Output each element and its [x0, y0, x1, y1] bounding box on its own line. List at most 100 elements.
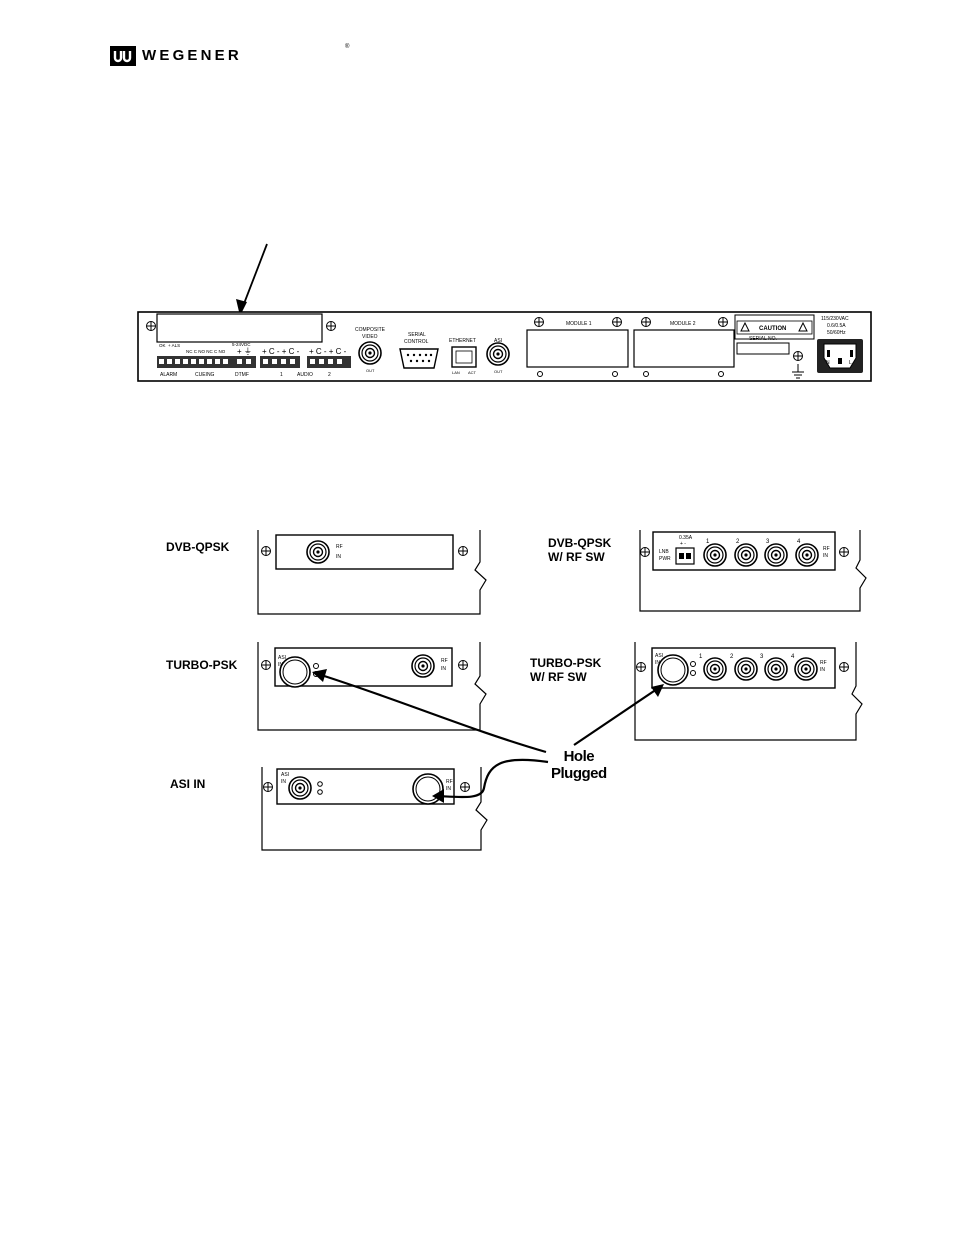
svg-text:2: 2	[730, 654, 734, 660]
svg-text:IN: IN	[281, 779, 286, 785]
power-pin-n: N	[826, 360, 830, 366]
screw-icon	[534, 317, 544, 327]
svg-text:4: 4	[797, 539, 801, 545]
rf-in-bnc-icon	[306, 540, 330, 564]
audio-label: AUDIO	[297, 372, 313, 378]
svg-text:4: 4	[791, 654, 795, 660]
svg-text:+ ALS: + ALS	[168, 343, 180, 348]
serial-label: SERIAL	[408, 332, 426, 338]
module-dvb-qpsk-rfsw: 0.35A + - LNB PWR 1 2 3 4 RF IN	[639, 530, 867, 612]
dvb-qpsk-rfsw-label: DVB-QPSK W/ RF SW	[548, 536, 611, 564]
warning-triangle-icon	[740, 321, 750, 332]
svg-text:2: 2	[736, 539, 740, 545]
svg-text:+ -: + -	[680, 541, 686, 547]
audio-1-label: 1	[280, 372, 283, 378]
alarm-label: ALARM	[160, 372, 177, 378]
asi-out-label: OUT	[494, 369, 503, 374]
asi-in-bnc-icon	[288, 776, 312, 800]
module-2-slot	[633, 329, 735, 368]
svg-text:IN: IN	[278, 662, 283, 668]
svg-text:PWR: PWR	[659, 556, 671, 562]
caution-label: CAUTION	[759, 326, 786, 332]
rj45-connector-icon	[451, 346, 477, 368]
module-turbo-psk-rfsw: ASI IN 1 2 3 4 RF IN	[634, 642, 863, 741]
power-rating-current: 0.6/0.5A	[827, 323, 846, 329]
svg-text:OK: OK	[159, 343, 166, 348]
svg-text:3: 3	[760, 654, 764, 660]
power-pin-l: L	[849, 360, 852, 366]
composite-label: COMPOSITE	[355, 327, 386, 333]
act-label: ACT	[468, 370, 477, 375]
screw-icon	[718, 317, 728, 327]
svg-text:IN: IN	[336, 554, 341, 560]
logo-text: WEGENER	[142, 47, 242, 64]
module-asi-in: ASI IN RF IN	[261, 767, 488, 851]
dvb-qpsk-label: DVB-QPSK	[166, 540, 230, 554]
plugged-hole-icon	[657, 654, 689, 686]
dtmf-voltage-label: 5-24VDC	[232, 342, 251, 347]
asi-out-bnc-icon	[486, 342, 510, 366]
video-label: VIDEO	[362, 334, 378, 340]
svg-text:1: 1	[706, 539, 710, 545]
module-1-slot	[526, 329, 629, 368]
cueing-label: CUEING	[195, 372, 215, 378]
dvb-qpsk-rfsw-label-line2: W/ RF SW	[548, 550, 605, 564]
svg-text:0.35A: 0.35A	[679, 535, 693, 541]
callout-arrows	[312, 669, 664, 803]
svg-text:ASI: ASI	[655, 653, 663, 659]
logo-mark	[110, 46, 136, 66]
screw-icon	[326, 321, 336, 331]
ethernet-label: ETHERNET	[449, 338, 476, 344]
screw-icon	[146, 321, 156, 331]
module-1-label: MODULE 1	[566, 321, 592, 327]
logo-mark-glyph	[113, 51, 132, 63]
svg-text:3: 3	[766, 539, 770, 545]
svg-text:+ C - + C -: + C - + C -	[262, 347, 300, 356]
screw-icon	[641, 317, 651, 327]
warning-triangle-icon	[798, 321, 808, 332]
turbo-psk-rfsw-label-line2: W/ RF SW	[530, 670, 587, 684]
module-2-label: MODULE 2	[670, 321, 696, 327]
composite-video-bnc-icon	[358, 341, 382, 365]
serial-no-label: SERIAL NO.	[749, 336, 777, 342]
blank-option-panel	[156, 313, 323, 343]
svg-text:RF: RF	[336, 544, 343, 550]
power-rating-voltage: 115/230VAC	[821, 316, 849, 322]
db9-pins	[406, 353, 433, 363]
ground-screw-icon	[793, 351, 803, 361]
audio-2-label: 2	[328, 372, 331, 378]
svg-text:IN: IN	[441, 666, 446, 672]
svg-text:RF: RF	[446, 779, 453, 785]
serial-no-plate	[736, 342, 790, 355]
db9-connector-icon	[399, 348, 439, 369]
svg-text:RF: RF	[441, 658, 448, 664]
logo-registered-mark: ®	[345, 44, 350, 50]
asi-in-label: ASI IN	[170, 777, 206, 791]
svg-text:IN: IN	[655, 660, 660, 666]
svg-text:IN: IN	[820, 667, 825, 673]
hole-plugged-callout: Hole Plugged	[551, 748, 607, 782]
svg-text:+ ⏚: + ⏚	[237, 347, 252, 356]
turbo-psk-rfsw-label: TURBO-PSK W/ RF SW	[530, 656, 601, 684]
screw-icon	[612, 317, 622, 327]
terminal-blocks: OK + ALS NC C NO NC C NO 5-24VDC + ⏚ + C…	[157, 342, 351, 378]
callout-line1: Hole	[563, 748, 595, 765]
module-turbo-psk: ASI IN RF IN	[257, 642, 487, 731]
wegener-logo: WEGENER ®	[110, 44, 349, 70]
asi-label: ASI	[494, 338, 502, 344]
plugged-hole-icon	[279, 656, 311, 688]
svg-text:IN: IN	[446, 786, 451, 792]
module-dvb-qpsk: RF IN	[257, 530, 487, 615]
svg-text:1: 1	[699, 654, 703, 660]
turbo-psk-rfsw-label-line1: TURBO-PSK	[530, 656, 602, 670]
dvb-qpsk-rfsw-label-line1: DVB-QPSK	[548, 536, 612, 550]
dtmf-label: DTMF	[235, 372, 249, 378]
lan-label: LAN	[452, 370, 460, 375]
composite-out-label: OUT	[366, 368, 375, 373]
control-label: CONTROL	[404, 339, 429, 345]
cueing-pins-label: NC C NO NC C NO	[186, 349, 226, 354]
turbo-psk-label: TURBO-PSK	[166, 658, 238, 672]
power-rating-frequency: 50/60Hz	[827, 330, 846, 336]
arrow-head	[236, 299, 247, 316]
